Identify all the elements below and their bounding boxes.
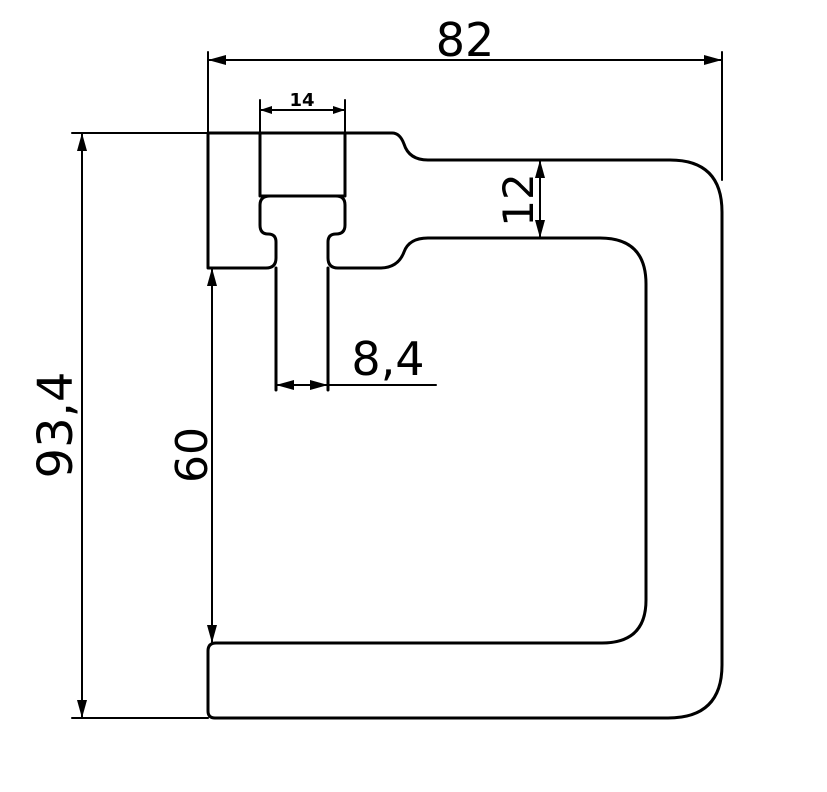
- dimension-total-width: 82: [207, 13, 723, 181]
- slot-head-outline: [258, 131, 347, 198]
- stem-width-label: 8,4: [351, 332, 424, 386]
- inner-height-label: 60: [167, 427, 218, 483]
- dimension-stem-width: 8,4: [275, 332, 437, 390]
- dimension-total-height: 93,4: [28, 132, 209, 719]
- flange-thickness-label: 12: [494, 173, 543, 226]
- total-height-label: 93,4: [28, 372, 84, 479]
- stem-outline: [274, 266, 330, 392]
- dimension-inner-height: 60: [167, 267, 218, 644]
- dimension-flange-thickness: 12: [494, 159, 545, 239]
- profile-outline: [206, 131, 724, 720]
- dimension-head-width: 14: [259, 90, 346, 134]
- total-width-label: 82: [436, 13, 495, 67]
- head-width-label: 14: [289, 90, 314, 111]
